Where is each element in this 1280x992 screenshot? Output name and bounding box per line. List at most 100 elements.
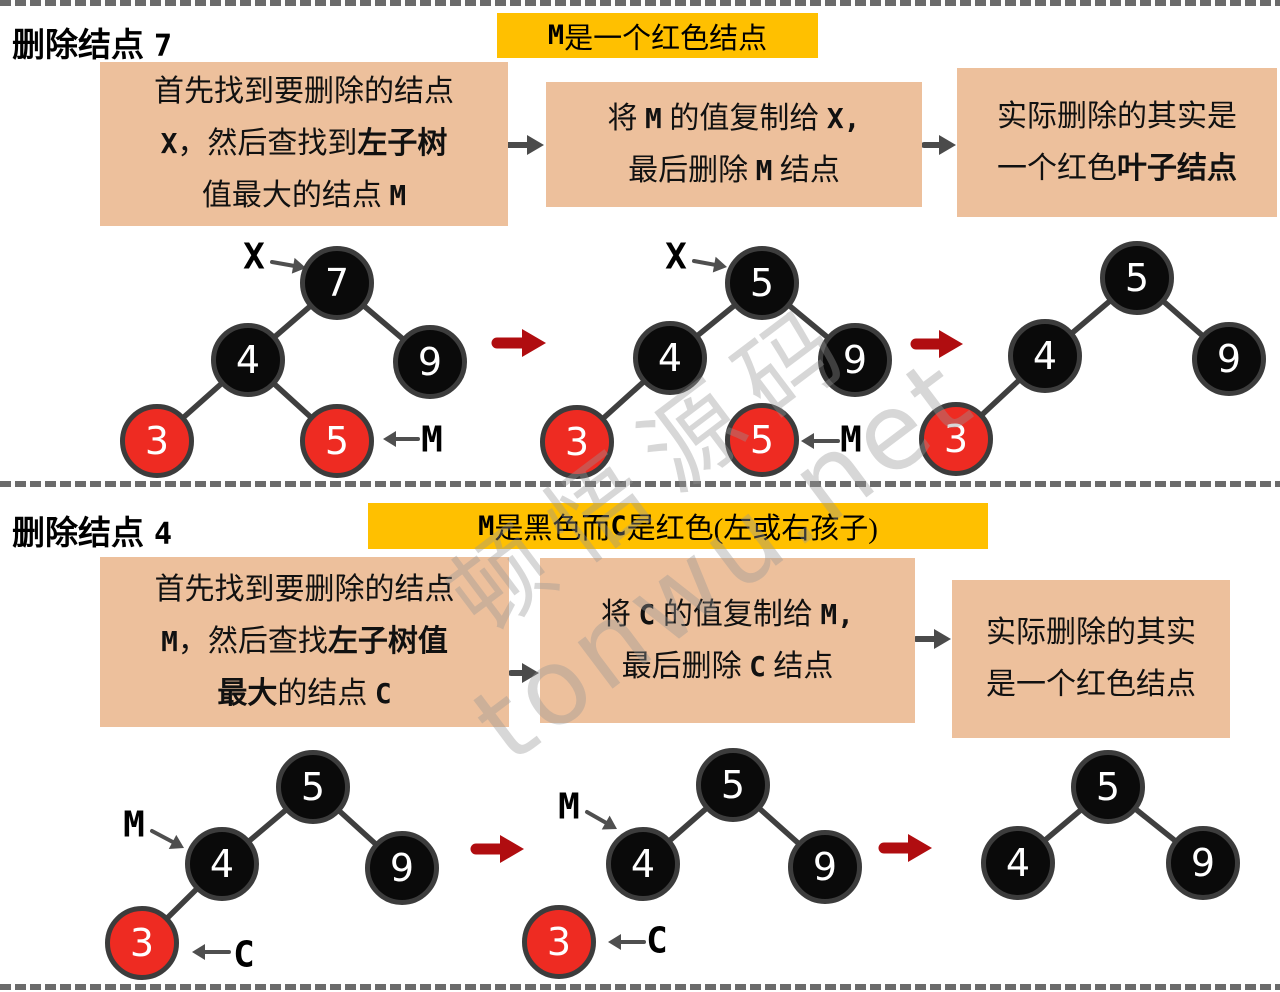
flow-arrow-head <box>939 135 956 155</box>
step-box-line: 值最大的结点 M <box>202 170 406 222</box>
text: 结点 <box>765 649 834 683</box>
tree-node-5-red: 5 <box>725 403 799 477</box>
mono-letter: C <box>749 649 766 683</box>
text: 首先找到要删除的结点 <box>154 75 454 108</box>
step-box-line: 最后删除 C 结点 <box>622 641 834 693</box>
dashed-divider <box>0 481 1280 487</box>
pointer-arrow-head <box>608 934 621 950</box>
tree-node-5-black: 5 <box>276 750 350 824</box>
step-box-1-3: 实际删除的其实是一个红色叶子结点 <box>957 68 1277 217</box>
text: 实际删除的其实是 <box>997 99 1237 133</box>
mono-letter: X <box>160 127 178 160</box>
flow-arrow-red-head <box>908 834 932 862</box>
tree-node-5-black: 5 <box>696 748 770 822</box>
tree-node-3-red: 3 <box>105 906 179 980</box>
step-box-line: 实际删除的其实 <box>986 607 1196 659</box>
step-box-2-3: 实际删除的其实是一个红色结点 <box>952 580 1230 738</box>
mono-letter: M <box>755 153 773 187</box>
dashed-divider <box>0 984 1280 990</box>
tree-node-7-black: 7 <box>300 246 374 320</box>
tree-node-4-black: 4 <box>633 321 707 395</box>
pointer-arrow-head <box>291 257 306 274</box>
step-box-line: 一个红色叶子结点 <box>997 143 1237 195</box>
tree-node-4-black: 4 <box>211 323 285 397</box>
section-title-text: 删除结点 <box>12 516 144 552</box>
step-box-line: 最大的结点 C <box>217 668 391 720</box>
dashed-divider <box>0 0 1280 6</box>
text: 的值复制给 <box>661 101 827 135</box>
mono-letter: M <box>645 101 662 135</box>
pointer-arrow-head <box>168 834 184 849</box>
tree-node-9-black: 9 <box>1192 322 1266 396</box>
bold-text: 左子树值 <box>327 625 448 658</box>
step-box-line: 将 C 的值复制给 M, <box>601 589 854 641</box>
mono-letter: C <box>610 510 627 542</box>
tree-node-9-black: 9 <box>788 830 862 904</box>
tree-node-3-red: 3 <box>919 402 993 476</box>
text: 最后删除 <box>628 153 756 187</box>
node-pointer-label-M: M <box>558 786 580 828</box>
flow-arrow-head <box>522 663 539 683</box>
pointer-arrow-head <box>801 433 814 449</box>
section-title-number: 4 <box>154 517 173 552</box>
flow-arrow-red-head <box>500 835 524 863</box>
tree-node-4-black: 4 <box>981 826 1055 900</box>
pointer-arrow-head <box>192 944 205 960</box>
step-box-line: 首先找到要删除的结点 <box>155 564 455 616</box>
text: 是一个红色结点 <box>564 22 768 55</box>
mono-letter: M <box>478 510 495 542</box>
case-banner: M 是黑色而 C 是红色(左或右孩子) <box>368 503 988 549</box>
mono-letter: M <box>161 625 178 658</box>
pointer-arrow-head <box>601 815 617 830</box>
tree-node-9-black: 9 <box>365 831 439 905</box>
tree-node-5-red: 5 <box>300 404 374 478</box>
text: 一个红色 <box>997 151 1117 185</box>
mono-letter: M, <box>820 597 854 631</box>
tree-node-9-black: 9 <box>393 325 467 399</box>
step-box-1-1: 首先找到要删除的结点 X，然后查找到左子树值最大的结点 M <box>100 62 508 226</box>
step-box-line: 是一个红色结点 <box>986 659 1196 711</box>
tree-node-4-black: 4 <box>606 827 680 901</box>
tree-node-3-red: 3 <box>120 404 194 478</box>
node-pointer-label-X: X <box>665 236 687 278</box>
tree-node-5-black: 5 <box>1071 750 1145 824</box>
text: 将 <box>601 597 639 631</box>
section-title-text: 删除结点 <box>12 28 144 64</box>
node-pointer-label-M: M <box>123 804 145 846</box>
step-box-1-2: 将 M 的值复制给 X,最后删除 M 结点 <box>546 82 922 207</box>
mono-letter: M <box>389 179 407 212</box>
section-title: 删除结点 4 <box>12 506 172 554</box>
text: 结点 <box>772 153 840 187</box>
step-box-line: 将 M 的值复制给 X, <box>608 93 861 145</box>
bold-text: 最大 <box>217 677 278 710</box>
text: 实际删除的其实 <box>986 616 1196 649</box>
pointer-arrow <box>270 260 296 268</box>
tree-node-5-black: 5 <box>725 246 799 320</box>
step-box-2-2: 将 C 的值复制给 M,最后删除 C 结点 <box>540 558 915 723</box>
tree-node-3-red: 3 <box>522 905 596 979</box>
mono-letter: X, <box>826 101 861 135</box>
flow-arrow-red-head <box>522 329 546 357</box>
tree-node-9-black: 9 <box>1166 826 1240 900</box>
text: 的结点 <box>277 677 375 710</box>
tree-node-5-black: 5 <box>1100 241 1174 315</box>
pointer-arrow <box>692 259 717 267</box>
bold-text: 左子树 <box>357 127 448 160</box>
step-box-line: 最后删除 M 结点 <box>628 145 840 197</box>
text: 首先找到要删除的结点 <box>154 573 455 606</box>
text: ，然后查找到 <box>177 127 358 160</box>
text: ，然后查找 <box>177 625 328 658</box>
node-pointer-label-C: C <box>233 934 255 976</box>
node-pointer-label-X: X <box>243 236 265 278</box>
mono-letter: M <box>547 20 565 51</box>
step-box-line: M，然后查找左子树值 <box>161 616 448 668</box>
node-pointer-label-C: C <box>646 920 668 962</box>
tree-node-9-black: 9 <box>818 323 892 397</box>
tree-node-3-red: 3 <box>540 405 614 479</box>
tree-node-4-black: 4 <box>1008 319 1082 393</box>
step-box-line: 实际删除的其实是 <box>997 91 1237 143</box>
text: 值最大的结点 <box>201 179 390 212</box>
